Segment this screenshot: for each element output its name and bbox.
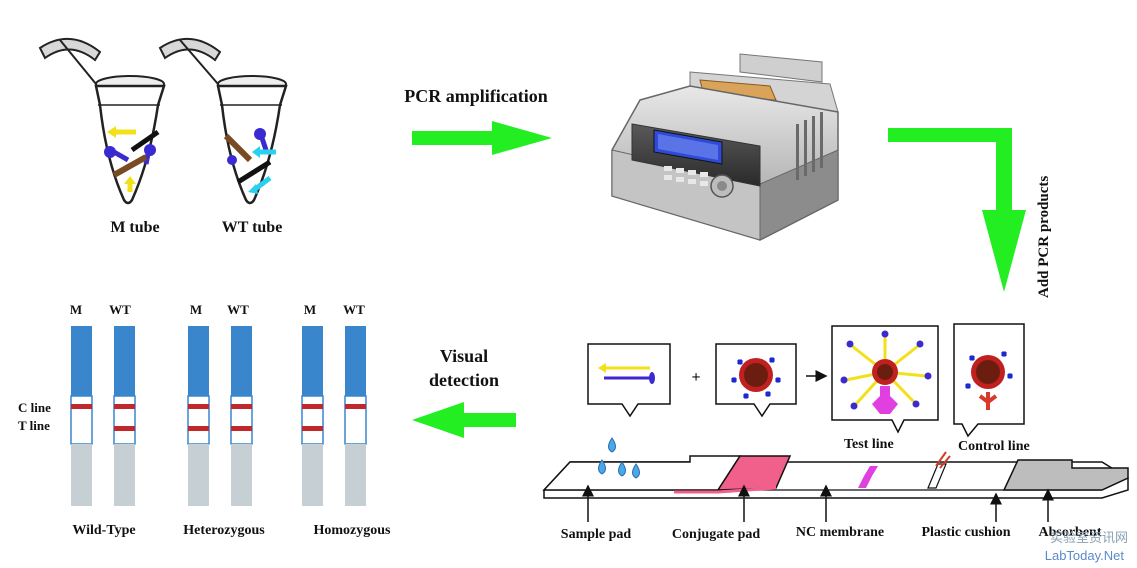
c-line-label: C line — [18, 400, 51, 415]
test-line-label: Test line — [844, 437, 894, 452]
m-label: M — [70, 302, 82, 317]
visual-label: Visual — [440, 346, 488, 366]
wt-label: WT — [227, 302, 249, 317]
heterozygous-strips: M WT — [187, 302, 253, 506]
absorbent-label: Absorbent — [1038, 525, 1101, 540]
detection-label: detection — [429, 370, 499, 390]
plus-sign: + — [691, 369, 700, 386]
control-line-label: Control line — [958, 439, 1030, 454]
lfa-part-pointers — [582, 484, 1054, 522]
pcr-amplification-label: PCR amplification — [404, 86, 548, 106]
m-label: M — [190, 302, 202, 317]
sample-pad-label: Sample pad — [561, 527, 632, 542]
add-pcr-products-label: Add PCR products — [1036, 176, 1052, 298]
watermark-en: LabToday.Net — [1045, 548, 1125, 563]
conjugate-bubble — [715, 343, 797, 418]
m-label: M — [304, 302, 316, 317]
heterozygous-label: Heterozygous — [183, 523, 265, 538]
m-tube — [38, 37, 166, 205]
wt-tube-label: WT tube — [222, 219, 283, 236]
wt-label: WT — [343, 302, 365, 317]
visual-arrow — [412, 402, 516, 438]
add-pcr-arrow — [888, 128, 1026, 292]
test-line-bubble — [831, 325, 939, 434]
homozygous-label: Homozygous — [314, 523, 392, 538]
homozygous-strips: M WT — [301, 302, 367, 506]
wild-type-label: Wild-Type — [72, 523, 135, 538]
primer-bubble — [587, 343, 671, 418]
plastic-cushion-label: Plastic cushion — [921, 525, 1010, 540]
t-line-label: T line — [18, 418, 50, 433]
pcr-arrow — [412, 121, 552, 155]
nc-membrane-label: NC membrane — [796, 525, 884, 540]
wt-label: WT — [109, 302, 131, 317]
control-line-bubble — [953, 323, 1025, 438]
wild-type-strips: M WT — [70, 302, 136, 506]
thermocycler-machine — [611, 53, 839, 241]
lateral-flow-strip — [542, 437, 1129, 499]
wt-tube — [158, 37, 288, 205]
watermark-cn: 实验室资讯网 — [1050, 530, 1128, 545]
conjugate-pad-label: Conjugate pad — [672, 527, 761, 542]
m-tube-label: M tube — [110, 219, 159, 236]
